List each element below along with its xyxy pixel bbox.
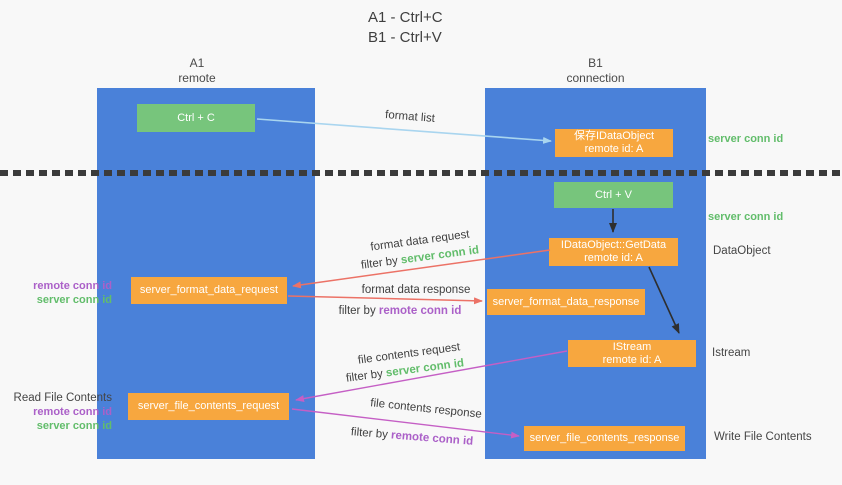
title-line-b1: B1 - Ctrl+V — [368, 29, 442, 46]
left-server-conn-id-top: server conn id — [36, 294, 112, 306]
format-data-response-flow-label: format data response — [362, 284, 471, 296]
remote-conn-id-text: remote conn id — [378, 305, 462, 317]
left-server-conn-id-bottom: server conn id — [36, 420, 112, 432]
lane-a1-name: A1 — [189, 56, 205, 70]
ctrl-c-label: Ctrl + C — [177, 111, 215, 124]
lane-b1-name: B1 — [588, 56, 603, 70]
lane-b1-subtitle: connection — [566, 71, 625, 85]
format-list-text: format list — [384, 109, 436, 125]
right-server-conn-id-top: server conn id — [708, 133, 784, 145]
file-contents-response-text: file contents response — [369, 397, 483, 421]
node-server-format-data-response: server_format_data_response — [487, 289, 645, 315]
filter-by-text: filter by — [345, 367, 384, 385]
node-server-file-contents-request: server_file_contents_request — [128, 393, 289, 420]
node-istream: IStream remote id: A — [568, 340, 696, 367]
node-save-idataobject: 保存IDataObject remote id: A — [555, 129, 673, 157]
node-server-format-data-request: server_format_data_request — [131, 277, 287, 304]
ctrl-v-label: Ctrl + V — [595, 188, 632, 201]
write-file-contents-label: Write File Contents — [714, 431, 812, 443]
title-line-a1: A1 - Ctrl+C — [368, 9, 443, 26]
format-data-request-label: server_format_data_request — [139, 284, 279, 296]
filter-by-text: filter by — [350, 426, 389, 442]
node-idataobject-getdata: IDataObject::GetData remote id: A — [549, 238, 678, 266]
lane-header-b1: B1 connection — [485, 56, 706, 86]
format-data-response-text: format data response — [361, 284, 471, 296]
istream-line1: IStream — [612, 340, 652, 353]
left-conn-id-block-bottom: Read File Contents remote conn id server… — [8, 391, 112, 433]
istream-line2: remote id: A — [602, 353, 662, 366]
node-ctrl-v: Ctrl + V — [554, 182, 673, 208]
format-data-response-label: server_format_data_response — [492, 295, 640, 308]
istream-side-label: Istream — [712, 347, 751, 359]
remote-conn-id-text: remote conn id — [390, 429, 474, 448]
left-conn-id-block-top: remote conn id server conn id — [8, 279, 112, 307]
dotted-separator-line — [0, 170, 842, 176]
file-contents-response-flow-label: file contents response — [370, 397, 483, 421]
diagram-title: A1 - Ctrl+C B1 - Ctrl+V — [368, 8, 443, 48]
format-data-response-filter-label: filter by remote conn id — [339, 305, 462, 317]
getdata-line1: IDataObject::GetData — [560, 239, 667, 251]
lane-a1-subtitle: remote — [178, 71, 216, 85]
save-idataobject-line2: remote id: A — [584, 143, 644, 155]
dataobject-side-label: DataObject — [713, 245, 771, 257]
getdata-line2: remote id: A — [584, 252, 643, 264]
file-contents-response-filter-label: filter by remote conn id — [350, 426, 473, 448]
filter-by-text: filter by — [338, 305, 376, 317]
save-idataobject-line1: 保存IDataObject — [573, 130, 655, 142]
left-remote-conn-id-top: remote conn id — [33, 280, 112, 292]
file-contents-request-label: server_file_contents_request — [137, 400, 280, 412]
format-list-flow-label: format list — [385, 109, 436, 125]
filter-by-text: filter by — [360, 254, 399, 272]
format-data-response-arrow — [287, 295, 483, 305]
lane-header-a1: A1 remote — [97, 56, 297, 86]
left-remote-conn-id-bottom: remote conn id — [33, 406, 112, 418]
node-ctrl-c: Ctrl + C — [137, 104, 255, 132]
node-server-file-contents-response: server_file_contents_response — [524, 426, 685, 451]
read-file-contents-label: Read File Contents — [13, 392, 112, 404]
right-server-conn-id-mid: server conn id — [708, 211, 784, 223]
file-contents-response-label: server_file_contents_response — [529, 432, 680, 444]
